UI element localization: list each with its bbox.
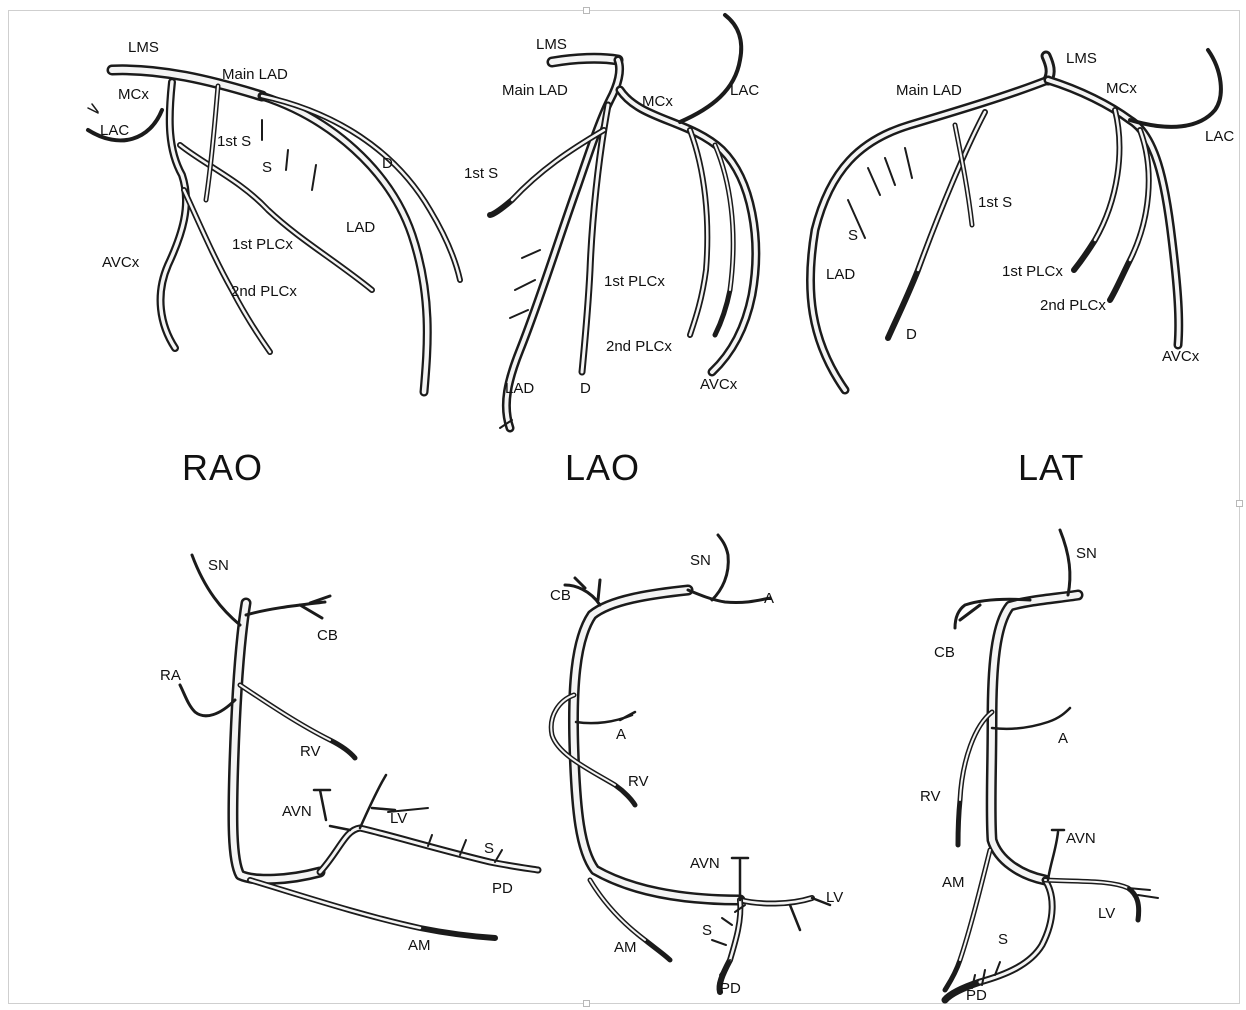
label-pd: PD — [966, 987, 987, 1004]
label-second-plcx: 2nd PLCx — [1040, 297, 1106, 314]
label-first-plcx: 1st PLCx — [604, 273, 665, 290]
label-ra: RA — [160, 667, 181, 684]
label-lad: LAD — [505, 380, 534, 397]
label-avcx: AVCx — [102, 254, 140, 271]
label-am: AM — [408, 937, 431, 954]
label-s: S — [998, 931, 1008, 948]
label-lv: LV — [826, 889, 843, 906]
label-lms: LMS — [1066, 50, 1097, 67]
label-main-lad: Main LAD — [222, 66, 288, 83]
right-coronary-rao-panel: SN CB RA RV AVN LV S PD AM — [160, 555, 538, 954]
label-d: D — [382, 155, 393, 172]
left-coronary-lao-panel: LMS Main LAD MCx LAC 1st S 1st PLCx 2nd … — [464, 15, 759, 488]
label-s: S — [848, 227, 858, 244]
label-mcx: MCx — [1106, 80, 1137, 97]
label-lac: LAC — [1205, 128, 1234, 145]
label-a: A — [1058, 730, 1068, 747]
label-cb: CB — [550, 587, 571, 604]
label-first-plcx: 1st PLCx — [232, 236, 293, 253]
label-pd: PD — [492, 880, 513, 897]
label-lv: LV — [390, 810, 407, 827]
label-avcx: AVCx — [1162, 348, 1200, 365]
label-mcx: MCx — [118, 86, 149, 103]
label-lms: LMS — [536, 36, 567, 53]
label-main-lad: Main LAD — [502, 82, 568, 99]
label-am: AM — [942, 874, 965, 891]
label-s: S — [702, 922, 712, 939]
label-lms: LMS — [128, 39, 159, 56]
label-avn: AVN — [282, 803, 312, 820]
label-mcx: MCx — [642, 93, 673, 110]
label-lv: LV — [1098, 905, 1115, 922]
view-label-lao: LAO — [565, 447, 640, 488]
label-rv: RV — [920, 788, 941, 805]
label-first-s: 1st S — [464, 165, 498, 182]
label-avn: AVN — [1066, 830, 1096, 847]
label-avn: AVN — [690, 855, 720, 872]
label-a-mid: A — [616, 726, 626, 743]
label-cb: CB — [317, 627, 338, 644]
left-coronary-rao-panel: LMS Main LAD MCx LAC 1st S S D LAD 1st P… — [88, 39, 460, 488]
label-d: D — [580, 380, 591, 397]
label-sn: SN — [208, 557, 229, 574]
label-s: S — [262, 159, 272, 176]
right-coronary-lao-vessels — [551, 535, 830, 992]
label-s: S — [484, 840, 494, 857]
label-sn: SN — [1076, 545, 1097, 562]
view-label-rao: RAO — [182, 447, 263, 488]
left-coronary-lat-vessels — [810, 50, 1220, 390]
left-coronary-lat-panel: LMS Main LAD MCx LAC 1st S S LAD 1st PLC… — [810, 50, 1234, 488]
label-am: AM — [614, 939, 637, 956]
label-pd: PD — [720, 980, 741, 997]
label-lad: LAD — [346, 219, 375, 236]
label-main-lad: Main LAD — [896, 82, 962, 99]
label-rv: RV — [300, 743, 321, 760]
right-coronary-lat-vessels — [945, 530, 1158, 1000]
label-lac: LAC — [100, 122, 129, 139]
label-lac: LAC — [730, 82, 759, 99]
right-coronary-lao-panel: SN CB A A RV AVN LV S AM PD — [550, 535, 843, 997]
view-label-lat: LAT — [1018, 447, 1084, 488]
label-first-s: 1st S — [217, 133, 251, 150]
label-second-plcx: 2nd PLCx — [606, 338, 672, 355]
label-rv: RV — [628, 773, 649, 790]
label-avcx: AVCx — [700, 376, 738, 393]
label-d: D — [906, 326, 917, 343]
left-coronary-lao-vessels — [490, 15, 756, 428]
label-sn: SN — [690, 552, 711, 569]
left-coronary-rao-vessels — [88, 70, 460, 392]
label-lad: LAD — [826, 266, 855, 283]
right-coronary-lat-panel: SN CB A RV AVN AM LV S PD — [920, 530, 1158, 1004]
label-first-s: 1st S — [978, 194, 1012, 211]
label-second-plcx: 2nd PLCx — [231, 283, 297, 300]
label-cb: CB — [934, 644, 955, 661]
right-coronary-rao-vessels — [180, 555, 538, 938]
label-a-top: A — [764, 590, 774, 607]
label-first-plcx: 1st PLCx — [1002, 263, 1063, 280]
